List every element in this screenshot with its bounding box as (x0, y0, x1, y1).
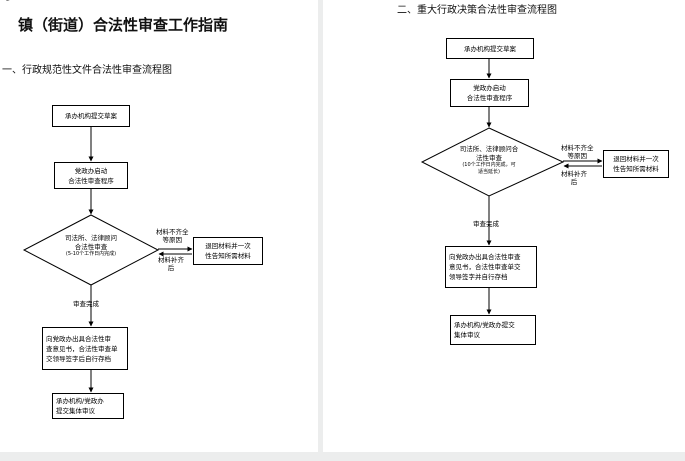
r-opinion-line-2: 意见书，合法性审查单交 (449, 263, 521, 271)
decision-line-1: 司法所、法律顾问 (65, 234, 117, 242)
r-decision-line-2: 法性审查 (476, 153, 502, 162)
r-return-line-2: 性告知所需材料 (613, 165, 659, 173)
r-opinion-line-1: 向党政办出具合法性审查 (449, 253, 521, 261)
r-branch-supplement-line-2: 后 (570, 178, 578, 186)
r-branch-incomplete-line-1: 材料不齐全 (561, 144, 594, 152)
decision-label-right: 司法所、法律顾问合 法性审查 (10个工作日内完成，可 适当延长) (442, 145, 536, 176)
branch-incomplete-line-1: 材料不齐全 (156, 228, 189, 236)
page-number: 2 (6, 0, 10, 3)
r-branch-incomplete-line-2: 等原因 (567, 152, 588, 160)
r-step2-line-1: 党政办启动 (473, 84, 506, 92)
r-final-line-2: 集体审议 (454, 331, 480, 339)
flow-step-return-materials-right: 退回材料并一次性告知所需材料 (603, 150, 669, 178)
flow-step-start-review-right: 党政办启动合法性审查程序 (450, 79, 529, 107)
r-decision-line-1: 司法所、法律顾问合 (459, 145, 519, 153)
section-heading-major-decisions: 二、重大行政决策合法性审查流程图 (397, 5, 557, 16)
r-branch-supplement-line-1: 材料补齐 (561, 170, 587, 178)
branch-supplement-line-1: 材料补齐 (158, 256, 184, 264)
document-page-right: 二、重大行政决策合法性审查流程图 承办机构提交草案 党政办启动合法性审查程序 司… (323, 0, 685, 452)
step2-line-2: 合法性审查程序 (68, 176, 114, 185)
final-line-2: 提交集体审议 (56, 407, 95, 415)
flow-step-collective-review-right: 承办机构/党政办提交集体审议 (450, 315, 536, 345)
opinion-line-3: 交领导签字后自行存档 (46, 354, 111, 363)
decision-line-2: 合法性审查 (74, 242, 108, 251)
document-title: 镇（街道）合法性审查工作指南 (18, 16, 229, 34)
flow-step-submit-draft: 承办机构提交草案 (52, 105, 130, 127)
step2-line-1: 党政办启动 (74, 166, 108, 175)
flow-step-issue-opinion: 向党政办出具合法性审查意见书，合法性审查单交领导签字后自行存档 (42, 327, 128, 370)
r-decision-note-1: (10个工作日内完成，可 (462, 162, 516, 168)
flowchart-lines-right (420, 59, 603, 315)
opinion-line-2: 查意见书，合法性审查单 (46, 344, 118, 353)
flow-step-start-review: 党政办启动合法性审查程序 (54, 162, 128, 189)
branch-incomplete-label: 材料不齐全 等原因 (156, 228, 189, 244)
document-page-left: 2 镇（街道）合法性审查工作指南 一、行政规范性文件合法性审查流程图 承办机构提… (0, 0, 318, 452)
r-decision-note-2: 适当延长) (478, 169, 500, 175)
flow-step-issue-opinion-right: 向党政办出具合法性审查意见书，合法性审查单交领导签字并自行存档 (445, 246, 537, 288)
decision-label: 司法所、法律顾问 合法性审查 (5-10个工作日内完成) (44, 234, 138, 258)
flow-step-collective-review: 承办机构/党政办提交集体审议 (52, 393, 124, 419)
branch-supplement-label-right: 材料补齐 后 (561, 170, 587, 186)
review-done-label-right: 审查完成 (473, 220, 499, 228)
r-opinion-line-3: 领导签字并自行存档 (449, 273, 508, 281)
flowchart-lines-left (22, 126, 193, 393)
branch-incomplete-line-2: 等原因 (162, 236, 183, 244)
return-line-1: 退回材料并一次 (205, 242, 251, 250)
branch-supplement-label: 材料补齐 后 (158, 256, 184, 272)
decision-note: (5-10个工作日内完成) (65, 251, 117, 257)
r-return-line-1: 退回材料并一次 (613, 155, 659, 163)
review-done-label: 审查完成 (73, 300, 99, 308)
flow-step-submit-draft-right: 承办机构提交草案 (446, 38, 534, 59)
flow-step-return-materials: 退回材料并一次性告知所需材料 (193, 237, 263, 265)
opinion-line-1: 向党政办出具合法性审 (46, 334, 111, 343)
r-final-line-1: 承办机构/党政办提交 (454, 321, 515, 329)
branch-incomplete-label-right: 材料不齐全 等原因 (561, 144, 594, 160)
return-line-2: 性告知所需材料 (205, 252, 251, 260)
final-line-1: 承办机构/党政办 (56, 397, 104, 405)
section-heading-normative-docs: 一、行政规范性文件合法性审查流程图 (2, 65, 172, 76)
branch-supplement-line-2: 后 (167, 264, 175, 272)
r-step2-line-2: 合法性审查程序 (466, 94, 513, 102)
